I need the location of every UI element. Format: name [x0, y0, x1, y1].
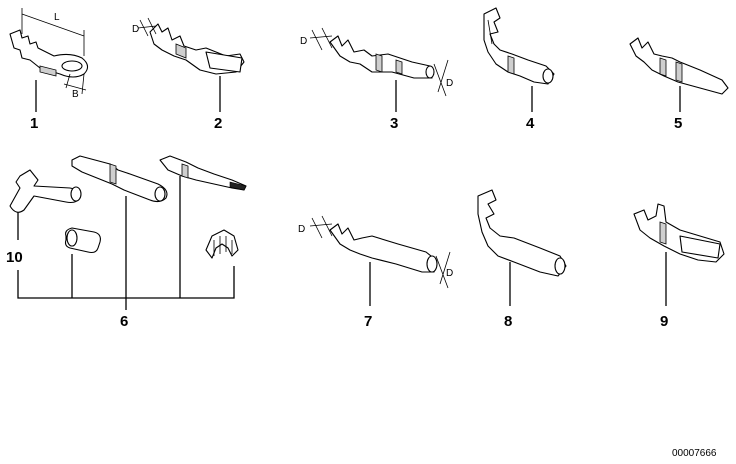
- tool-part-10: [9, 169, 82, 213]
- dimension-label-length: L: [54, 12, 60, 23]
- terminal-part-4: [483, 7, 555, 85]
- callout-1: 1: [30, 115, 38, 132]
- terminal-part-1: [9, 8, 89, 95]
- document-id: 00007666: [672, 448, 717, 459]
- callout-6: 6: [120, 313, 128, 330]
- group-bracket-6: [17, 176, 235, 310]
- dimension-label-diameter-3a: D: [300, 36, 307, 47]
- dimension-label-width: B: [72, 89, 79, 100]
- callout-2: 2: [214, 115, 222, 132]
- pin-tool-right: [159, 155, 247, 191]
- dimension-label-diameter-3b: D: [446, 78, 453, 89]
- callout-4: 4: [526, 115, 535, 132]
- terminal-part-9: [633, 203, 725, 263]
- clip-part: [205, 229, 239, 259]
- callout-9: 9: [660, 313, 668, 330]
- callout-7: 7: [364, 313, 372, 330]
- terminal-part-7: [309, 215, 451, 289]
- terminal-part-8: [477, 189, 567, 277]
- terminal-part-5: [629, 37, 729, 95]
- callout-5: 5: [674, 115, 682, 132]
- pin-tool-left: [71, 155, 168, 203]
- terminal-part-2: [137, 17, 245, 75]
- callout-3: 3: [390, 115, 398, 132]
- callout-8: 8: [504, 313, 512, 330]
- dimension-label-diameter-2: D: [132, 24, 139, 35]
- sleeve-small: [64, 227, 101, 254]
- terminal-part-3: [309, 27, 449, 97]
- callout-10: 10: [6, 249, 23, 266]
- dimension-label-diameter-7b: D: [446, 268, 453, 279]
- dimension-label-diameter-7a: D: [298, 224, 305, 235]
